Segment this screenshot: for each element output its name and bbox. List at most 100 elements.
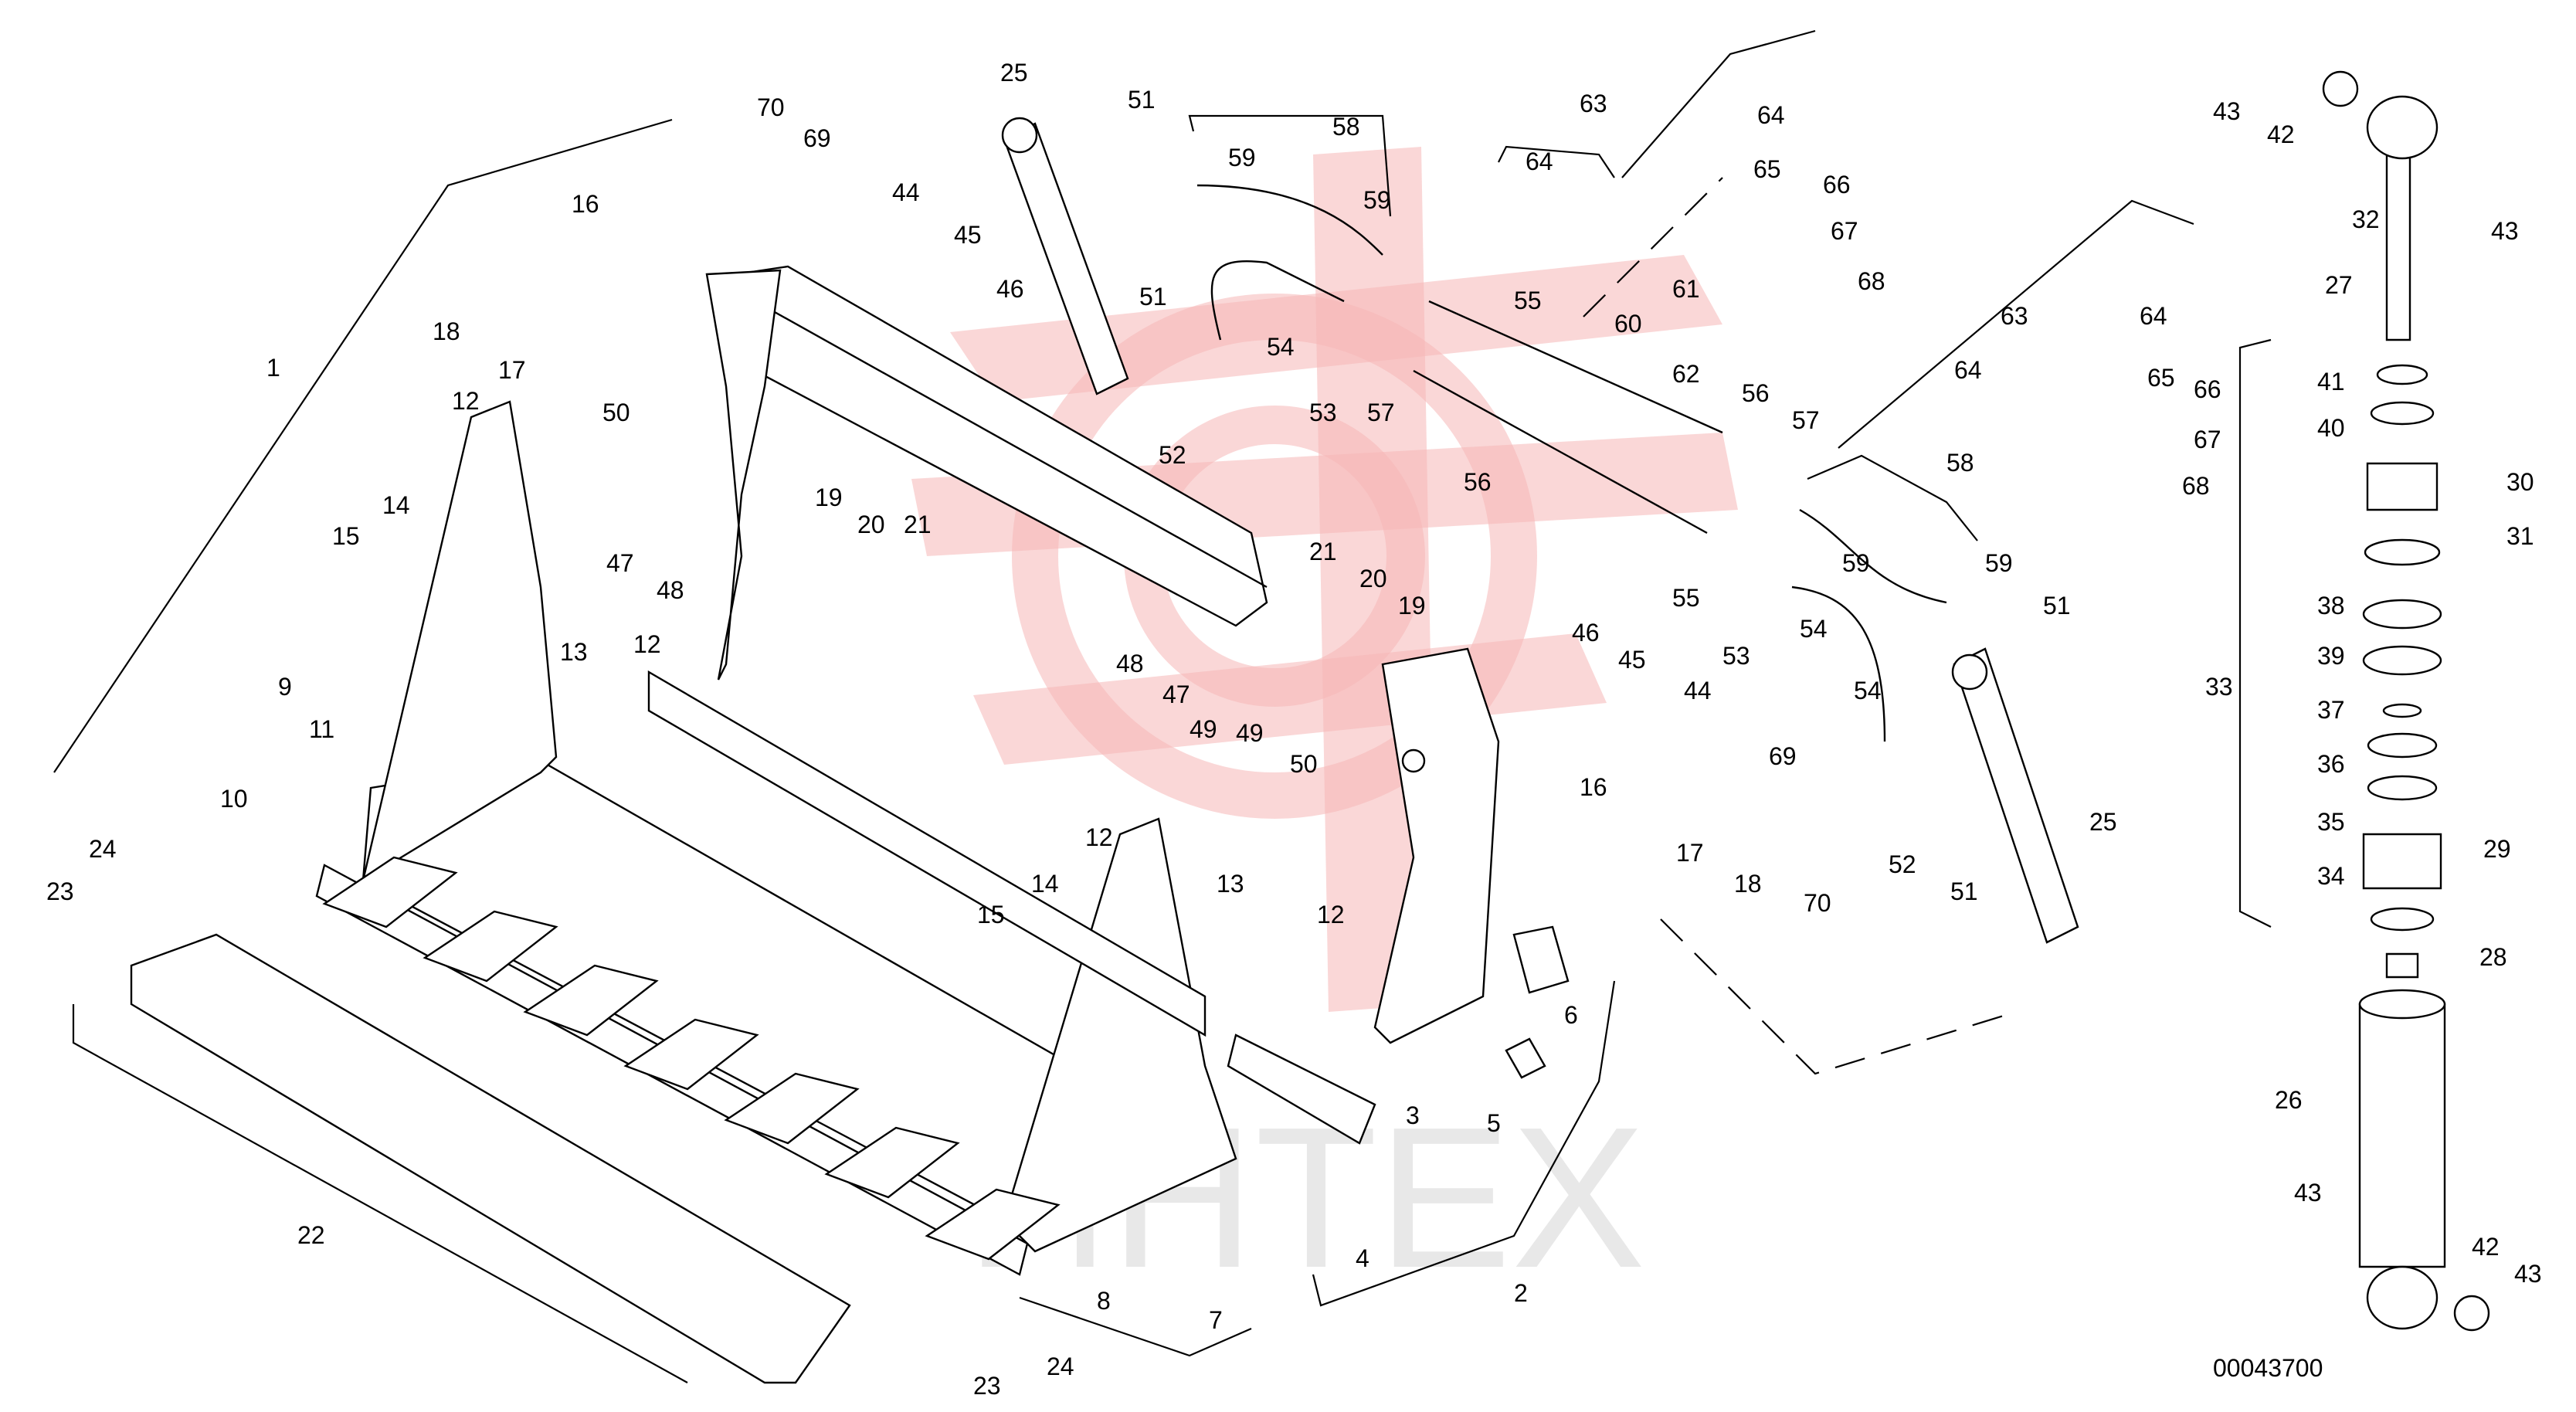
- callout-44: 44: [892, 178, 920, 206]
- callout-36: 36: [2317, 750, 2345, 778]
- callout-50: 50: [602, 399, 630, 426]
- callout-55: 55: [1514, 287, 1542, 314]
- hydraulic-lines: [1196, 184, 1947, 742]
- callout-5: 5: [1487, 1109, 1501, 1137]
- callout-7: 7: [1209, 1306, 1223, 1334]
- callout-12: 12: [1085, 823, 1113, 851]
- callout-13: 13: [560, 638, 588, 666]
- bucket-teeth: [322, 856, 1061, 1261]
- callout-20: 20: [857, 511, 885, 538]
- callout-54: 54: [1267, 333, 1295, 361]
- callout-49: 49: [1190, 715, 1217, 743]
- callout-64: 64: [2140, 302, 2167, 330]
- callout-43: 43: [2213, 97, 2241, 125]
- callout-69: 69: [1769, 742, 1797, 770]
- callout-52: 52: [1159, 441, 1186, 469]
- callout-4: 4: [1356, 1244, 1369, 1272]
- callout-59: 59: [1228, 144, 1256, 171]
- callout-40: 40: [2317, 414, 2345, 442]
- callout-12: 12: [452, 387, 480, 415]
- callout-59: 59: [1842, 549, 1870, 577]
- callout-58: 58: [1946, 449, 1974, 477]
- callout-6: 6: [1564, 1001, 1578, 1029]
- callout-15: 15: [332, 522, 360, 550]
- callout-66: 66: [1823, 171, 1851, 199]
- callout-56: 56: [1464, 468, 1492, 496]
- callout-44: 44: [1684, 677, 1712, 704]
- callout-13: 13: [1217, 870, 1244, 898]
- callout-47: 47: [1162, 681, 1190, 708]
- callout-64: 64: [1757, 101, 1785, 129]
- callout-19: 19: [815, 484, 843, 511]
- callout-61: 61: [1672, 275, 1700, 303]
- callout-34: 34: [2317, 862, 2345, 890]
- callout-21: 21: [1309, 538, 1337, 565]
- callout-53: 53: [1722, 642, 1750, 670]
- callout-54: 54: [1800, 615, 1828, 643]
- callout-20: 20: [1359, 565, 1387, 592]
- callout-64: 64: [1954, 356, 1982, 384]
- callout-65: 65: [1753, 155, 1781, 183]
- callout-51: 51: [1139, 283, 1167, 311]
- callout-66: 66: [2194, 375, 2221, 403]
- callout-33: 33: [2205, 673, 2233, 701]
- callout-63: 63: [1580, 90, 1607, 117]
- callout-48: 48: [1116, 650, 1144, 677]
- callout-46: 46: [1572, 619, 1600, 647]
- callout-19: 19: [1398, 592, 1426, 619]
- callout-38: 38: [2317, 592, 2345, 619]
- callout-46: 46: [996, 275, 1024, 303]
- callout-22: 22: [297, 1221, 325, 1249]
- callout-57: 57: [1367, 399, 1395, 426]
- callout-51: 51: [1128, 86, 1156, 114]
- callout-55: 55: [1672, 584, 1700, 612]
- callout-45: 45: [1618, 646, 1646, 674]
- callout-1: 1: [266, 354, 280, 382]
- callout-30: 30: [2506, 468, 2534, 496]
- callout-68: 68: [2182, 472, 2210, 500]
- callout-49: 49: [1236, 719, 1264, 747]
- callout-70: 70: [757, 93, 785, 121]
- callout-10: 10: [220, 785, 248, 813]
- callout-64: 64: [1526, 148, 1553, 175]
- callout-23: 23: [973, 1372, 1001, 1400]
- callout-67: 67: [2194, 426, 2221, 453]
- callout-28: 28: [2479, 943, 2507, 971]
- callout-56: 56: [1742, 379, 1770, 407]
- callout-25: 25: [1000, 59, 1028, 87]
- callout-18: 18: [433, 317, 460, 345]
- callout-59: 59: [1985, 549, 2013, 577]
- drawing-number: 00043700: [2213, 1354, 2323, 1382]
- callout-62: 62: [1672, 360, 1700, 388]
- callout-3: 3: [1406, 1101, 1420, 1129]
- callout-37: 37: [2317, 696, 2345, 724]
- callout-12: 12: [1317, 901, 1345, 928]
- callout-11: 11: [309, 715, 334, 743]
- cylinder-exploded: [2322, 70, 2490, 1332]
- callout-17: 17: [498, 356, 526, 384]
- callout-51: 51: [2043, 592, 2071, 619]
- callout-17: 17: [1676, 839, 1704, 867]
- callout-45: 45: [954, 221, 982, 249]
- callout-63: 63: [2001, 302, 2028, 330]
- callout-53: 53: [1309, 399, 1337, 426]
- callout-12: 12: [633, 630, 661, 658]
- callout-21: 21: [904, 511, 932, 538]
- callout-42: 42: [2267, 120, 2295, 148]
- callout-31: 31: [2506, 522, 2534, 550]
- callout-32: 32: [2352, 205, 2380, 233]
- callout-16: 16: [572, 190, 599, 218]
- lift-cylinders: [1001, 117, 2079, 944]
- callout-69: 69: [803, 124, 831, 152]
- callout-26: 26: [2275, 1086, 2303, 1114]
- callout-52: 52: [1889, 850, 1916, 878]
- callout-70: 70: [1804, 889, 1831, 917]
- callout-18: 18: [1734, 870, 1762, 898]
- callout-43: 43: [2491, 217, 2519, 245]
- callout-54: 54: [1854, 677, 1882, 704]
- callout-43: 43: [2514, 1260, 2542, 1288]
- callout-48: 48: [657, 576, 684, 604]
- callout-23: 23: [46, 877, 74, 905]
